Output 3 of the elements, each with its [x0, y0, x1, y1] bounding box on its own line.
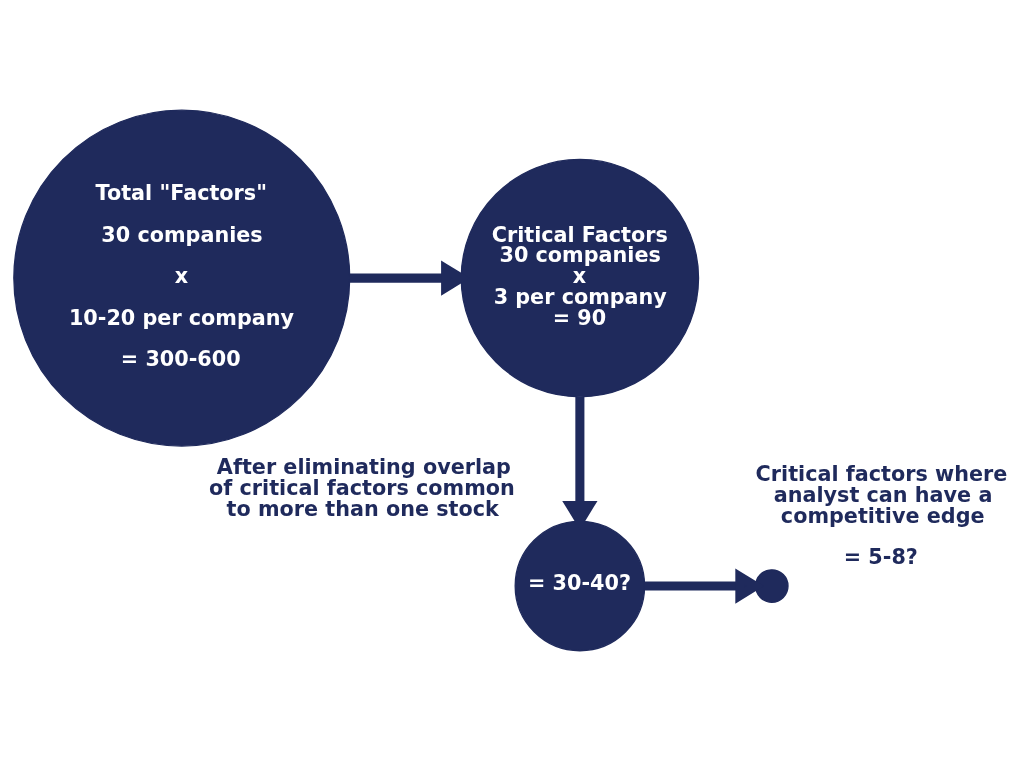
node-label: = 5-8? — [843, 544, 918, 569]
node-label: After eliminating overlap of critical factors common to more than one stock — [209, 454, 515, 521]
node-label: Critical factors where analyst can have a competitive edge — [755, 461, 1008, 528]
